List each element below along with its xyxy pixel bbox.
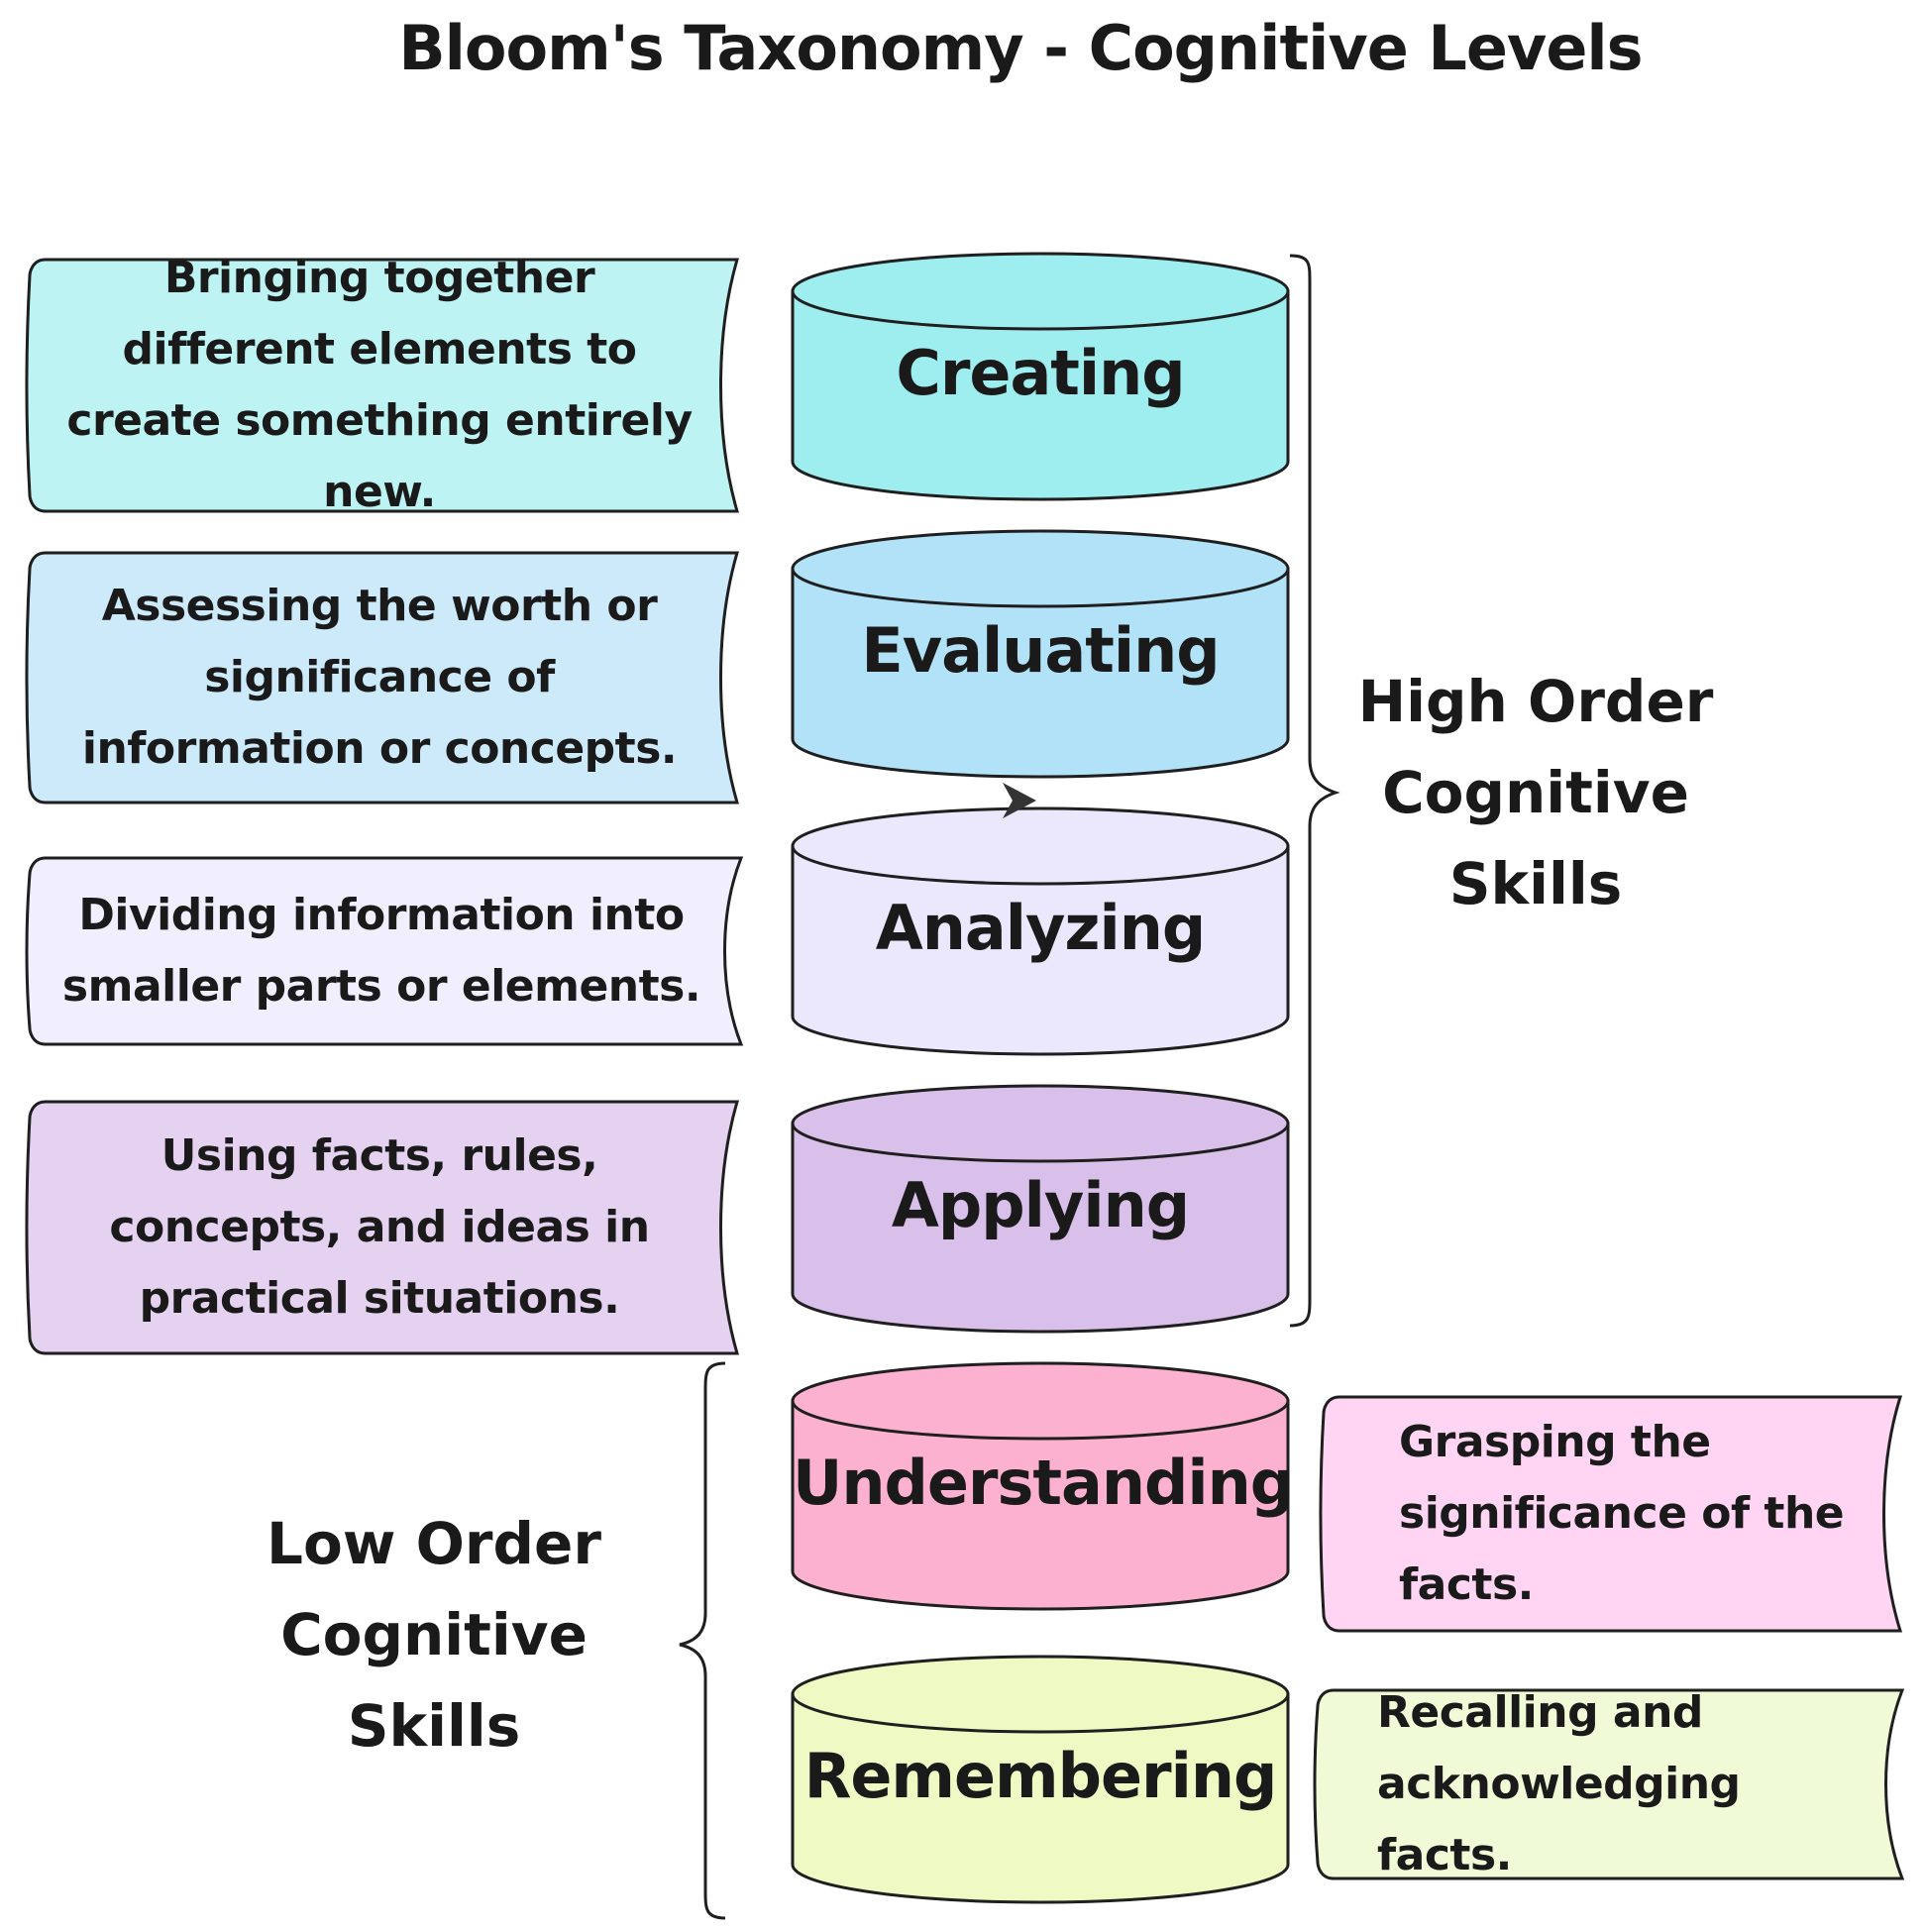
description-text-remembering: Recalling and acknowledging facts.: [1377, 1687, 1741, 1880]
level-label-analyzing: Analyzing: [875, 892, 1206, 964]
cylinder-analyzing: [791, 806, 1290, 1056]
description-text-applying: Using facts, rules, concepts, and ideas …: [109, 1130, 650, 1324]
cylinder-top-applying: [791, 1084, 1290, 1163]
description-box-understanding: [1319, 1395, 1903, 1633]
description-box-evaluating: [25, 551, 739, 805]
level-label-remembering: Remembering: [803, 1740, 1278, 1812]
level-label-creating: Creating: [896, 337, 1185, 409]
cylinder-top-evaluating: [791, 529, 1290, 608]
cylinder-body-applying: [791, 1122, 1290, 1334]
description-text-evaluating: Assessing the worth or significance of i…: [81, 581, 678, 774]
level-label-understanding: Understanding: [793, 1447, 1294, 1519]
description-box-analyzing: [25, 856, 744, 1046]
high-order-label: High Order Cognitive Skills: [1357, 668, 1714, 917]
cylinder-top-creating: [791, 252, 1290, 331]
cylinder-top-remembering: [791, 1655, 1290, 1734]
cylinder-top-understanding: [791, 1361, 1290, 1441]
cylinder-evaluating: [791, 529, 1290, 779]
cylinder-remembering: [791, 1655, 1290, 1904]
description-text-understanding: Grasping the significance of the facts.: [1399, 1417, 1845, 1610]
cylinder-body-remembering: [791, 1692, 1290, 1904]
low-order-label: Low Order Cognitive Skills: [267, 1510, 601, 1760]
description-box-remembering: [1313, 1688, 1905, 1880]
cylinder-creating: [791, 252, 1290, 501]
level-label-applying: Applying: [891, 1169, 1190, 1241]
cylinder-top-analyzing: [791, 806, 1290, 886]
description-box-creating: [25, 258, 739, 513]
cylinder-applying: [791, 1084, 1290, 1334]
description-text-analyzing: Dividing information into smaller parts …: [61, 890, 701, 1012]
low-order-brace: [679, 1361, 726, 1920]
description-box-applying: [25, 1100, 739, 1355]
cylinder-body-evaluating: [791, 567, 1290, 779]
cylinder-body-analyzing: [791, 844, 1290, 1056]
high-order-brace: [1289, 254, 1340, 1328]
description-text-creating: Bringing together different elements to …: [66, 253, 693, 517]
connector-arrow: [1003, 783, 1036, 818]
cylinder-understanding: [791, 1361, 1290, 1611]
cylinder-body-creating: [791, 289, 1290, 501]
level-label-evaluating: Evaluating: [861, 614, 1220, 687]
cylinder-body-understanding: [791, 1399, 1290, 1611]
diagram-title: Bloom's Taxonomy - Cognitive Levels: [398, 12, 1643, 84]
